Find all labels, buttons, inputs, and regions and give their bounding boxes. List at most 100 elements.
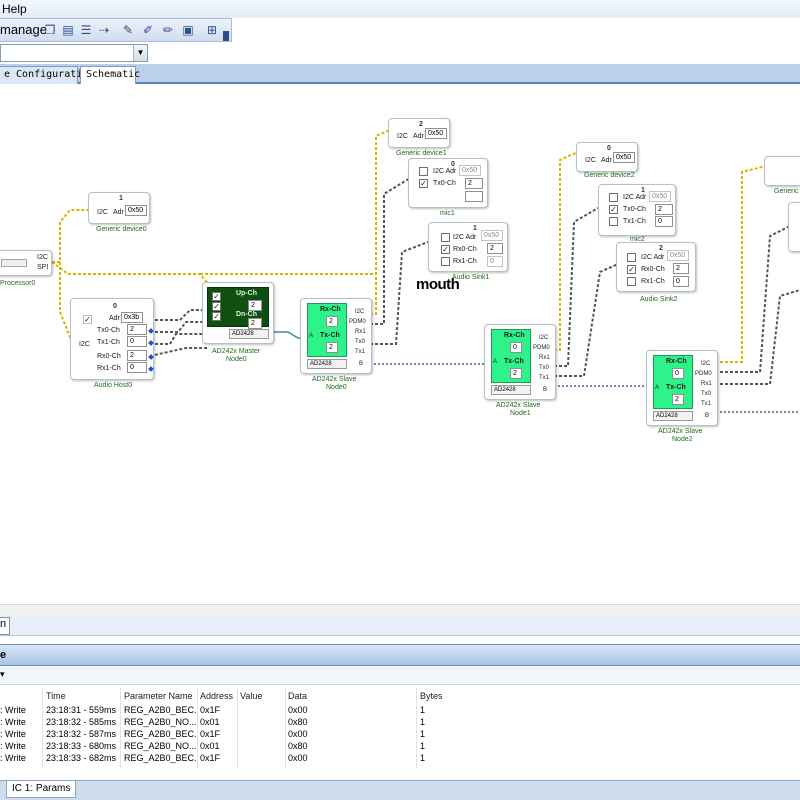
audio-host0-block[interactable]: 0 ✓ Adr 0x3b I2C Tx0-Ch 2 Tx1-Ch 0 Rx0-C… [70, 298, 154, 380]
sink2-rx0-field[interactable]: 2 [673, 263, 689, 274]
sink2-rx0-checkbox[interactable]: ✓ [627, 265, 636, 274]
mic2-tx0-field[interactable]: 2 [655, 204, 673, 215]
host-rx1-label: Rx1-Ch [97, 365, 121, 372]
mic2-tx1-checkbox[interactable] [609, 217, 618, 226]
slave0-part-select[interactable]: AD2428 [307, 359, 347, 369]
sink1-rx1-field[interactable]: 0 [487, 256, 503, 267]
generic-device1-block[interactable]: 2 I2C Adr 0x50 [388, 118, 450, 148]
panel-tab[interactable]: n [0, 617, 10, 635]
generic0-adr-field[interactable]: 0x50 [125, 205, 147, 216]
slave0-tx-field[interactable]: 2 [326, 342, 338, 353]
menu-help[interactable]: Help [2, 2, 27, 16]
column-header[interactable]: Value [240, 691, 263, 701]
slave2-rx-field[interactable]: 0 [672, 368, 684, 379]
device-combo[interactable]: ▼ [0, 44, 148, 62]
mic2-i2c-checkbox[interactable] [609, 193, 618, 202]
mic2-adr-field[interactable]: 0x50 [649, 191, 671, 202]
slave-node2-block[interactable]: Rx-Ch 0 Tx-Ch 2 A I2C PDM0 Rx1 Tx0 Tx1 B… [646, 350, 718, 426]
generic2-adr-field[interactable]: 0x50 [613, 152, 635, 163]
table-cell: 0x1F [200, 729, 221, 739]
sink1-rx1-checkbox[interactable] [441, 257, 450, 266]
save-icon[interactable]: ▣ [182, 23, 194, 37]
wand-icon[interactable]: ✐ [142, 23, 154, 37]
table-row[interactable]: : Write 23:18:32 - 585ms REG_A2B0_NO... … [0, 716, 800, 728]
host-i2c-checkbox[interactable]: ✓ [83, 315, 92, 324]
generic-device0-block[interactable]: 1 I2C Adr 0x50 [88, 192, 150, 224]
mic1-i2c-checkbox[interactable] [419, 167, 428, 176]
mic1-block[interactable]: 0 I2C Adr 0x50 ✓ Tx0-Ch 2 [408, 158, 488, 208]
column-header[interactable]: Address [200, 691, 234, 701]
slave-node1-block[interactable]: Rx-Ch 0 Tx-Ch 2 A I2C PDM0 Rx1 Tx0 Tx1 B… [484, 324, 556, 400]
processor-block[interactable]: I2C SPI [0, 250, 52, 276]
right-partial-block[interactable] [788, 202, 800, 252]
master-check-1[interactable]: ✓ [212, 292, 221, 301]
host-rx0-port[interactable] [148, 354, 154, 360]
slave1-rx-field[interactable]: 0 [510, 342, 522, 353]
tab-schematic[interactable]: Schematic [80, 66, 140, 84]
mic1-tx0-checkbox[interactable]: ✓ [419, 179, 428, 188]
slave-node0-block[interactable]: Rx-Ch 2 Tx-Ch 2 A I2C PDM0 Rx1 Tx0 Tx1 B… [300, 298, 372, 374]
schematic-canvas[interactable]: I2C SPI Processor0 1 I2C Adr 0x50 Generi… [0, 86, 800, 604]
host-tx1-port[interactable] [148, 340, 154, 346]
master-part-select[interactable]: AD2428 [229, 329, 269, 339]
wand-icon[interactable]: ✎ [122, 23, 134, 37]
tab-ic1-params[interactable]: IC 1: Params [6, 781, 77, 798]
sink2-rx1-field[interactable]: 0 [673, 276, 689, 287]
sink2-adr-field[interactable]: 0x50 [667, 250, 689, 261]
list-icon[interactable]: ☰ [80, 23, 92, 37]
table-row[interactable]: : Write 23:18:31 - 559ms REG_A2B0_BEC...… [0, 704, 800, 716]
copy-icon[interactable]: ❐ [44, 23, 56, 37]
canvas-horizontal-scrollbar[interactable] [0, 604, 800, 616]
host-rx0-field[interactable]: 2 [127, 350, 147, 361]
sink1-adr-field[interactable]: 0x50 [481, 230, 503, 241]
slave2-part-select[interactable]: AD2428 [653, 411, 693, 421]
master-check-2[interactable]: ✓ [212, 302, 221, 311]
column-header[interactable]: Bytes [420, 691, 443, 701]
toolbar-grip[interactable] [223, 31, 229, 41]
panel-dropdown-icon[interactable]: ▾ [0, 669, 5, 679]
mic2-block[interactable]: 1 I2C Adr 0x50 ✓ Tx0-Ch 2 Tx1-Ch 0 [598, 184, 676, 236]
host-rx1-port[interactable] [148, 366, 154, 372]
sink1-rx0-field[interactable]: 2 [487, 243, 503, 254]
output-panel-header: e [0, 644, 800, 666]
sink2-rx1-checkbox[interactable] [627, 277, 636, 286]
host-tx0-field[interactable]: 2 [127, 324, 147, 335]
network-icon[interactable]: ⊞ [206, 23, 218, 37]
column-header[interactable]: Data [288, 691, 308, 701]
table-row[interactable]: : Write 23:18:33 - 680ms REG_A2B0_NO... … [0, 740, 800, 752]
mic1-tx1-field[interactable] [465, 191, 483, 202]
table-row[interactable]: : Write 23:18:33 - 682ms REG_A2B0_BEC...… [0, 752, 800, 764]
column-header[interactable]: Time [46, 691, 66, 701]
slave2-tx-field[interactable]: 2 [672, 394, 684, 405]
master-dn-field[interactable]: 2 [248, 318, 262, 329]
host-tx0-port[interactable] [148, 328, 154, 334]
wand-icon[interactable]: ✏ [162, 23, 174, 37]
sink1-rx0-checkbox[interactable]: ✓ [441, 245, 450, 254]
generic-device3-block[interactable] [764, 156, 800, 186]
slave1-tx-field[interactable]: 2 [510, 368, 522, 379]
slave1-part-select[interactable]: AD2428 [491, 385, 531, 395]
master-node0-block[interactable]: ✓ ✓ ✓ Up-Ch 2 Dn-Ch 2 AD2428 [202, 282, 274, 344]
host-adr-field[interactable]: 0x3b [121, 312, 143, 323]
tile-icon[interactable]: ▤ [62, 23, 74, 37]
column-header[interactable]: Parameter Name [124, 691, 193, 701]
master-check-3[interactable]: ✓ [212, 312, 221, 321]
mic2-tx0-checkbox[interactable]: ✓ [609, 205, 618, 214]
mic1-tx0-field[interactable]: 2 [465, 178, 483, 189]
generic1-adr-field[interactable]: 0x50 [425, 128, 447, 139]
mic2-tx1-field[interactable]: 0 [655, 216, 673, 227]
route-icon[interactable]: ⇢ [98, 23, 110, 37]
mic1-adr-field[interactable]: 0x50 [459, 165, 481, 176]
host-rx1-field[interactable]: 0 [127, 362, 147, 373]
sink1-i2c-checkbox[interactable] [441, 233, 450, 242]
sink2-i2c-checkbox[interactable] [627, 253, 636, 262]
table-row[interactable]: : Write 23:18:32 - 587ms REG_A2B0_BEC...… [0, 728, 800, 740]
chevron-down-icon[interactable]: ▼ [133, 45, 147, 61]
generic-device2-block[interactable]: 0 I2C Adr 0x50 [576, 142, 638, 172]
audio-sink1-block[interactable]: 1 I2C Adr 0x50 ✓ Rx0-Ch 2 Rx1-Ch 0 [428, 222, 508, 272]
tab-configuration[interactable]: e Configuration [0, 66, 94, 84]
host-tx1-field[interactable]: 0 [127, 336, 147, 347]
master-up-field[interactable]: 2 [248, 300, 262, 311]
audio-sink2-block[interactable]: 2 I2C Adr 0x50 ✓ Rx0-Ch 2 Rx1-Ch 0 [616, 242, 696, 292]
slave0-rx-field[interactable]: 2 [326, 316, 338, 327]
